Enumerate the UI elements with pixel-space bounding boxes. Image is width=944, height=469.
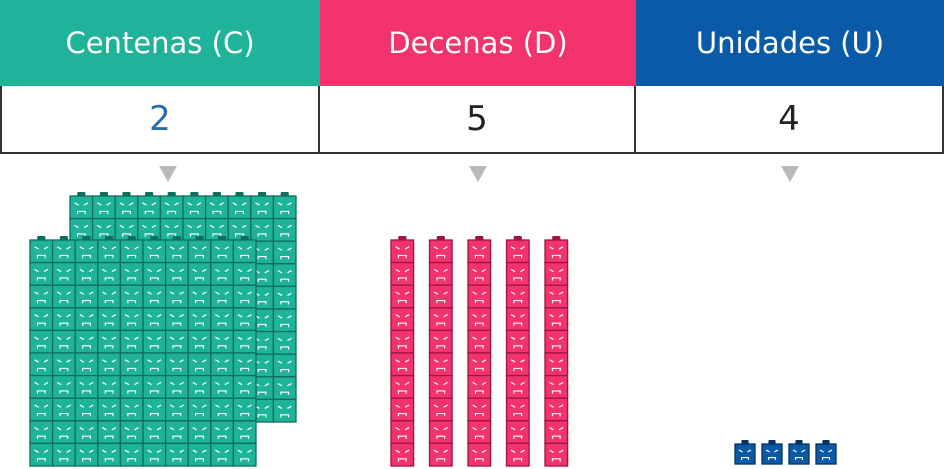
ten-rod (391, 236, 414, 466)
arrow-decenas (469, 166, 487, 182)
ten-rod (507, 236, 530, 466)
unit-cube (789, 440, 809, 464)
arrow-unidades (781, 166, 799, 182)
unit-cube (762, 440, 782, 464)
ten-rod (468, 236, 491, 466)
unit-cube (735, 440, 755, 464)
ten-rod (545, 236, 568, 466)
unit-cube (816, 440, 836, 464)
arrow-centenas (159, 166, 177, 182)
ten-rod (430, 236, 453, 466)
hundred-flat (30, 236, 256, 466)
